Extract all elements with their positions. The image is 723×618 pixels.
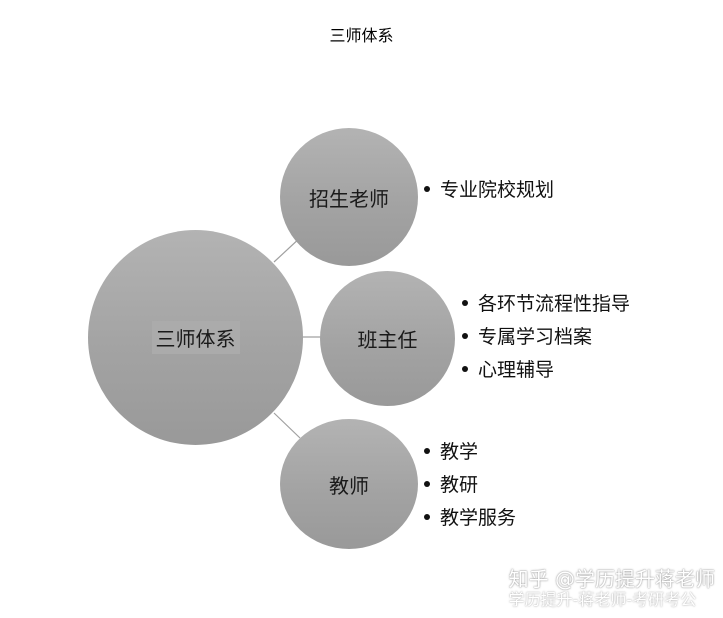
bullet-icon xyxy=(424,185,430,192)
branch-items-teacher: 教学 教研 教学服务 xyxy=(424,436,516,535)
branch-node-class-teacher: 班主任 xyxy=(320,271,455,406)
list-item: 教学 xyxy=(424,436,516,469)
branch-items-class-teacher: 各环节流程性指导 专属学习档案 心理辅导 xyxy=(462,288,630,387)
bullet-icon xyxy=(462,332,468,339)
list-item: 心理辅导 xyxy=(462,354,630,387)
bullet-icon xyxy=(424,480,430,487)
connector-bottom xyxy=(273,412,301,439)
center-node-label: 三师体系 xyxy=(151,321,240,354)
watermark: 知乎 @学历提升蒋老师 学历提升-蒋老师-考研考公 xyxy=(509,563,715,610)
branch-node-label: 教师 xyxy=(329,473,369,498)
bullet-icon xyxy=(462,299,468,306)
list-item: 专属学习档案 xyxy=(462,321,630,354)
center-node: 三师体系 xyxy=(88,230,303,445)
branch-items-admissions: 专业院校规划 xyxy=(424,174,554,207)
list-item: 各环节流程性指导 xyxy=(462,288,630,321)
branch-node-admissions: 招生老师 xyxy=(280,128,418,266)
list-item: 专业院校规划 xyxy=(424,174,554,207)
branch-node-teacher: 教师 xyxy=(280,419,418,549)
bullet-icon xyxy=(424,513,430,520)
branch-node-label: 班主任 xyxy=(357,328,418,352)
bullet-icon xyxy=(462,365,468,372)
diagram-title: 三师体系 xyxy=(329,26,394,45)
watermark-sub: 学历提升-蒋老师-考研考公 xyxy=(508,590,697,609)
list-item: 教研 xyxy=(424,469,516,502)
watermark-main: 知乎 @学历提升蒋老师 xyxy=(508,567,715,591)
bullet-icon xyxy=(424,447,430,454)
branch-node-label: 招生老师 xyxy=(309,186,389,211)
list-item: 教学服务 xyxy=(424,502,516,535)
